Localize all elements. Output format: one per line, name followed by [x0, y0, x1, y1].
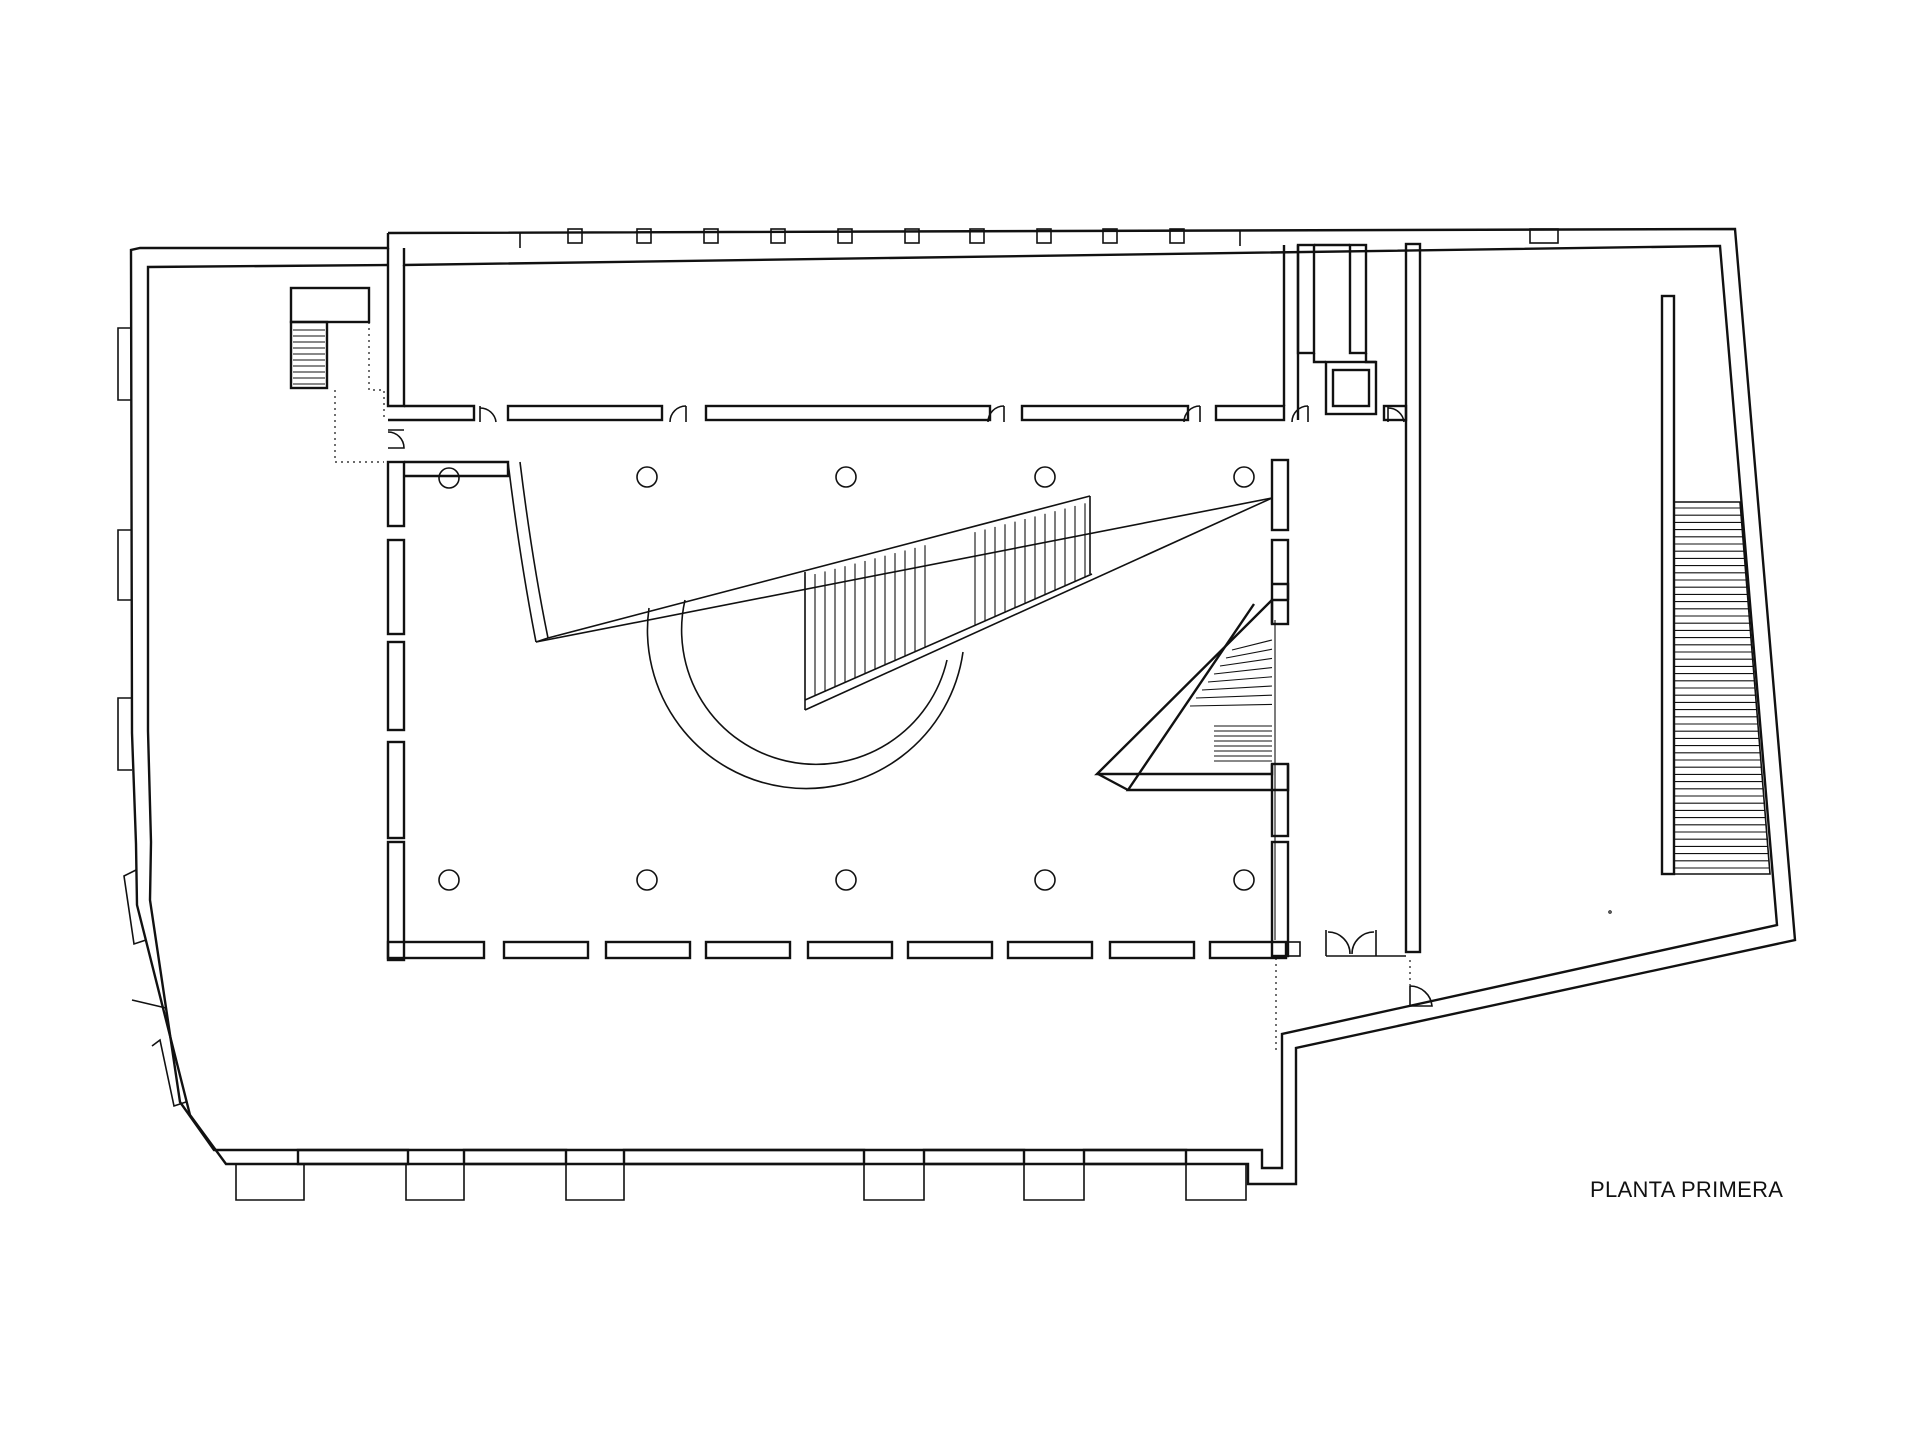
service-core — [1296, 243, 1408, 422]
stair-tread — [1213, 667, 1273, 675]
stair-northwest — [289, 286, 385, 463]
drawing-title: PLANTA PRIMERA — [1590, 1177, 1784, 1202]
stair-tread — [1207, 676, 1273, 683]
notch-stair — [1189, 620, 1276, 940]
atrium-ramp — [507, 461, 1273, 790]
stair-tread — [1231, 639, 1273, 651]
outer-wall — [129, 227, 1797, 1186]
stair-tread — [1225, 648, 1273, 659]
stair-tread — [1219, 657, 1273, 667]
stair-tread — [1195, 694, 1273, 699]
doors — [387, 405, 1433, 1050]
stair-tread — [1201, 685, 1273, 691]
central-atrium — [386, 458, 1301, 962]
south-facade — [235, 1148, 1247, 1201]
stair-tread — [1189, 703, 1273, 707]
east-hall — [1404, 242, 1771, 954]
west-facade — [117, 327, 187, 1108]
